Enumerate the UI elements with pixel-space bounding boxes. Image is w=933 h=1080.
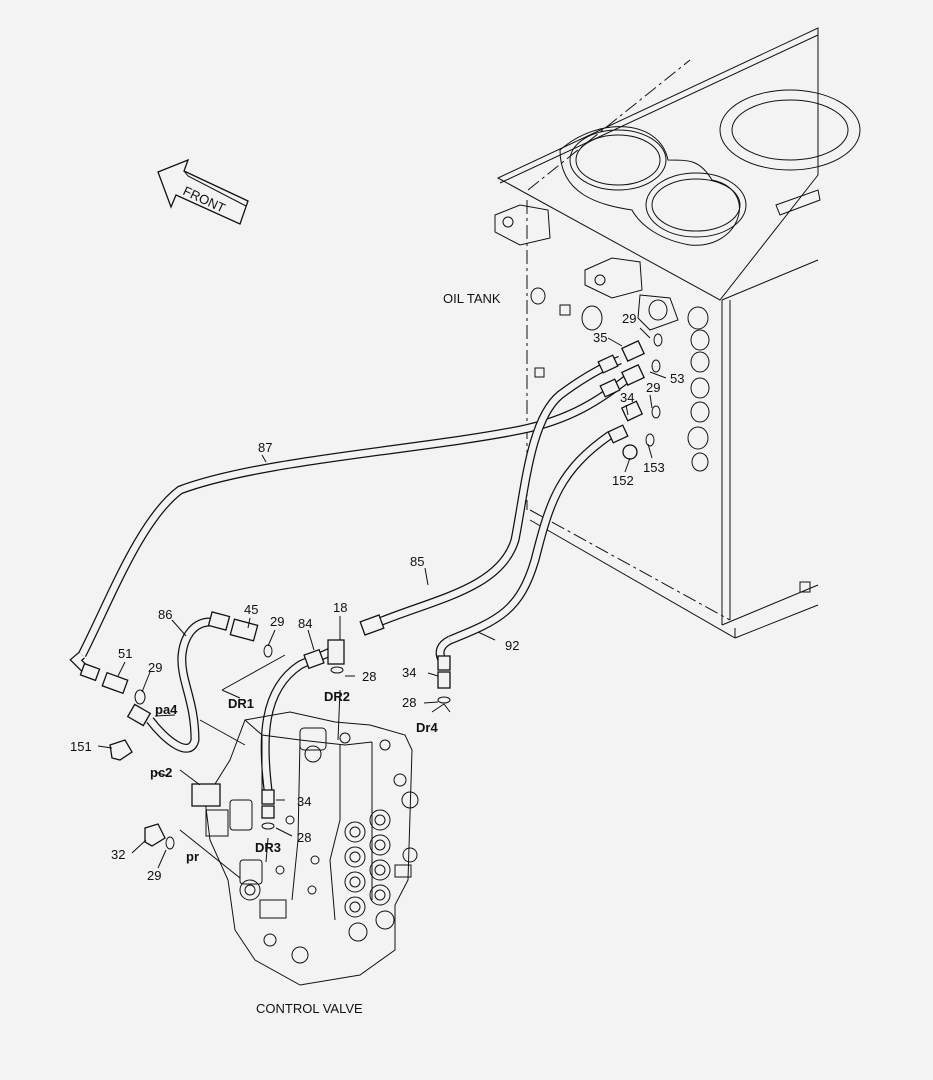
port-label-pr: pr [186,849,199,864]
fittings [79,333,663,850]
part-number-53: 53 [670,371,684,386]
oil-tank-drawing [494,27,861,639]
control-valve-caption: CONTROL VALVE [256,1001,363,1016]
front-arrow-icon: FRONT [157,158,249,225]
part-number-34: 34 [297,794,311,809]
control-valve-drawing [191,711,419,986]
part-number-152: 152 [612,473,634,488]
port-label-pc2: pc2 [150,765,172,780]
part-number-29: 29 [646,380,660,395]
oil-tank-caption: OIL TANK [443,291,501,306]
part-number-29: 29 [147,868,161,883]
leader-lines [97,327,667,879]
part-number-28: 28 [297,830,311,845]
part-number-92: 92 [505,638,519,653]
part-number-28: 28 [402,695,416,710]
part-number-86: 86 [158,607,172,622]
part-number-34: 34 [402,665,416,680]
port-label-dr2: DR2 [324,689,350,704]
part-number-18: 18 [333,600,347,615]
part-number-51: 51 [118,646,132,661]
part-number-151: 151 [70,739,92,754]
hose-86 [146,617,211,753]
part-number-35: 35 [593,330,607,345]
port-label-pa4: pa4 [155,702,178,717]
part-number-32: 32 [111,847,125,862]
hose-84 [260,647,333,791]
part-number-87: 87 [258,440,272,455]
port-label-dr4: Dr4 [416,720,438,735]
port-label-dr3: DR3 [255,840,281,855]
part-number-153: 153 [643,460,665,475]
part-number-29: 29 [148,660,162,675]
part-number-34: 34 [620,390,634,405]
hose-87 [69,374,631,676]
part-number-85: 85 [410,554,424,569]
hose-85 [370,355,622,630]
part-number-45: 45 [244,602,258,617]
part-number-84: 84 [298,616,312,631]
part-number-28: 28 [362,669,376,684]
part-number-29: 29 [622,311,636,326]
port-label-dr1: DR1 [228,696,254,711]
part-number-29: 29 [270,614,284,629]
